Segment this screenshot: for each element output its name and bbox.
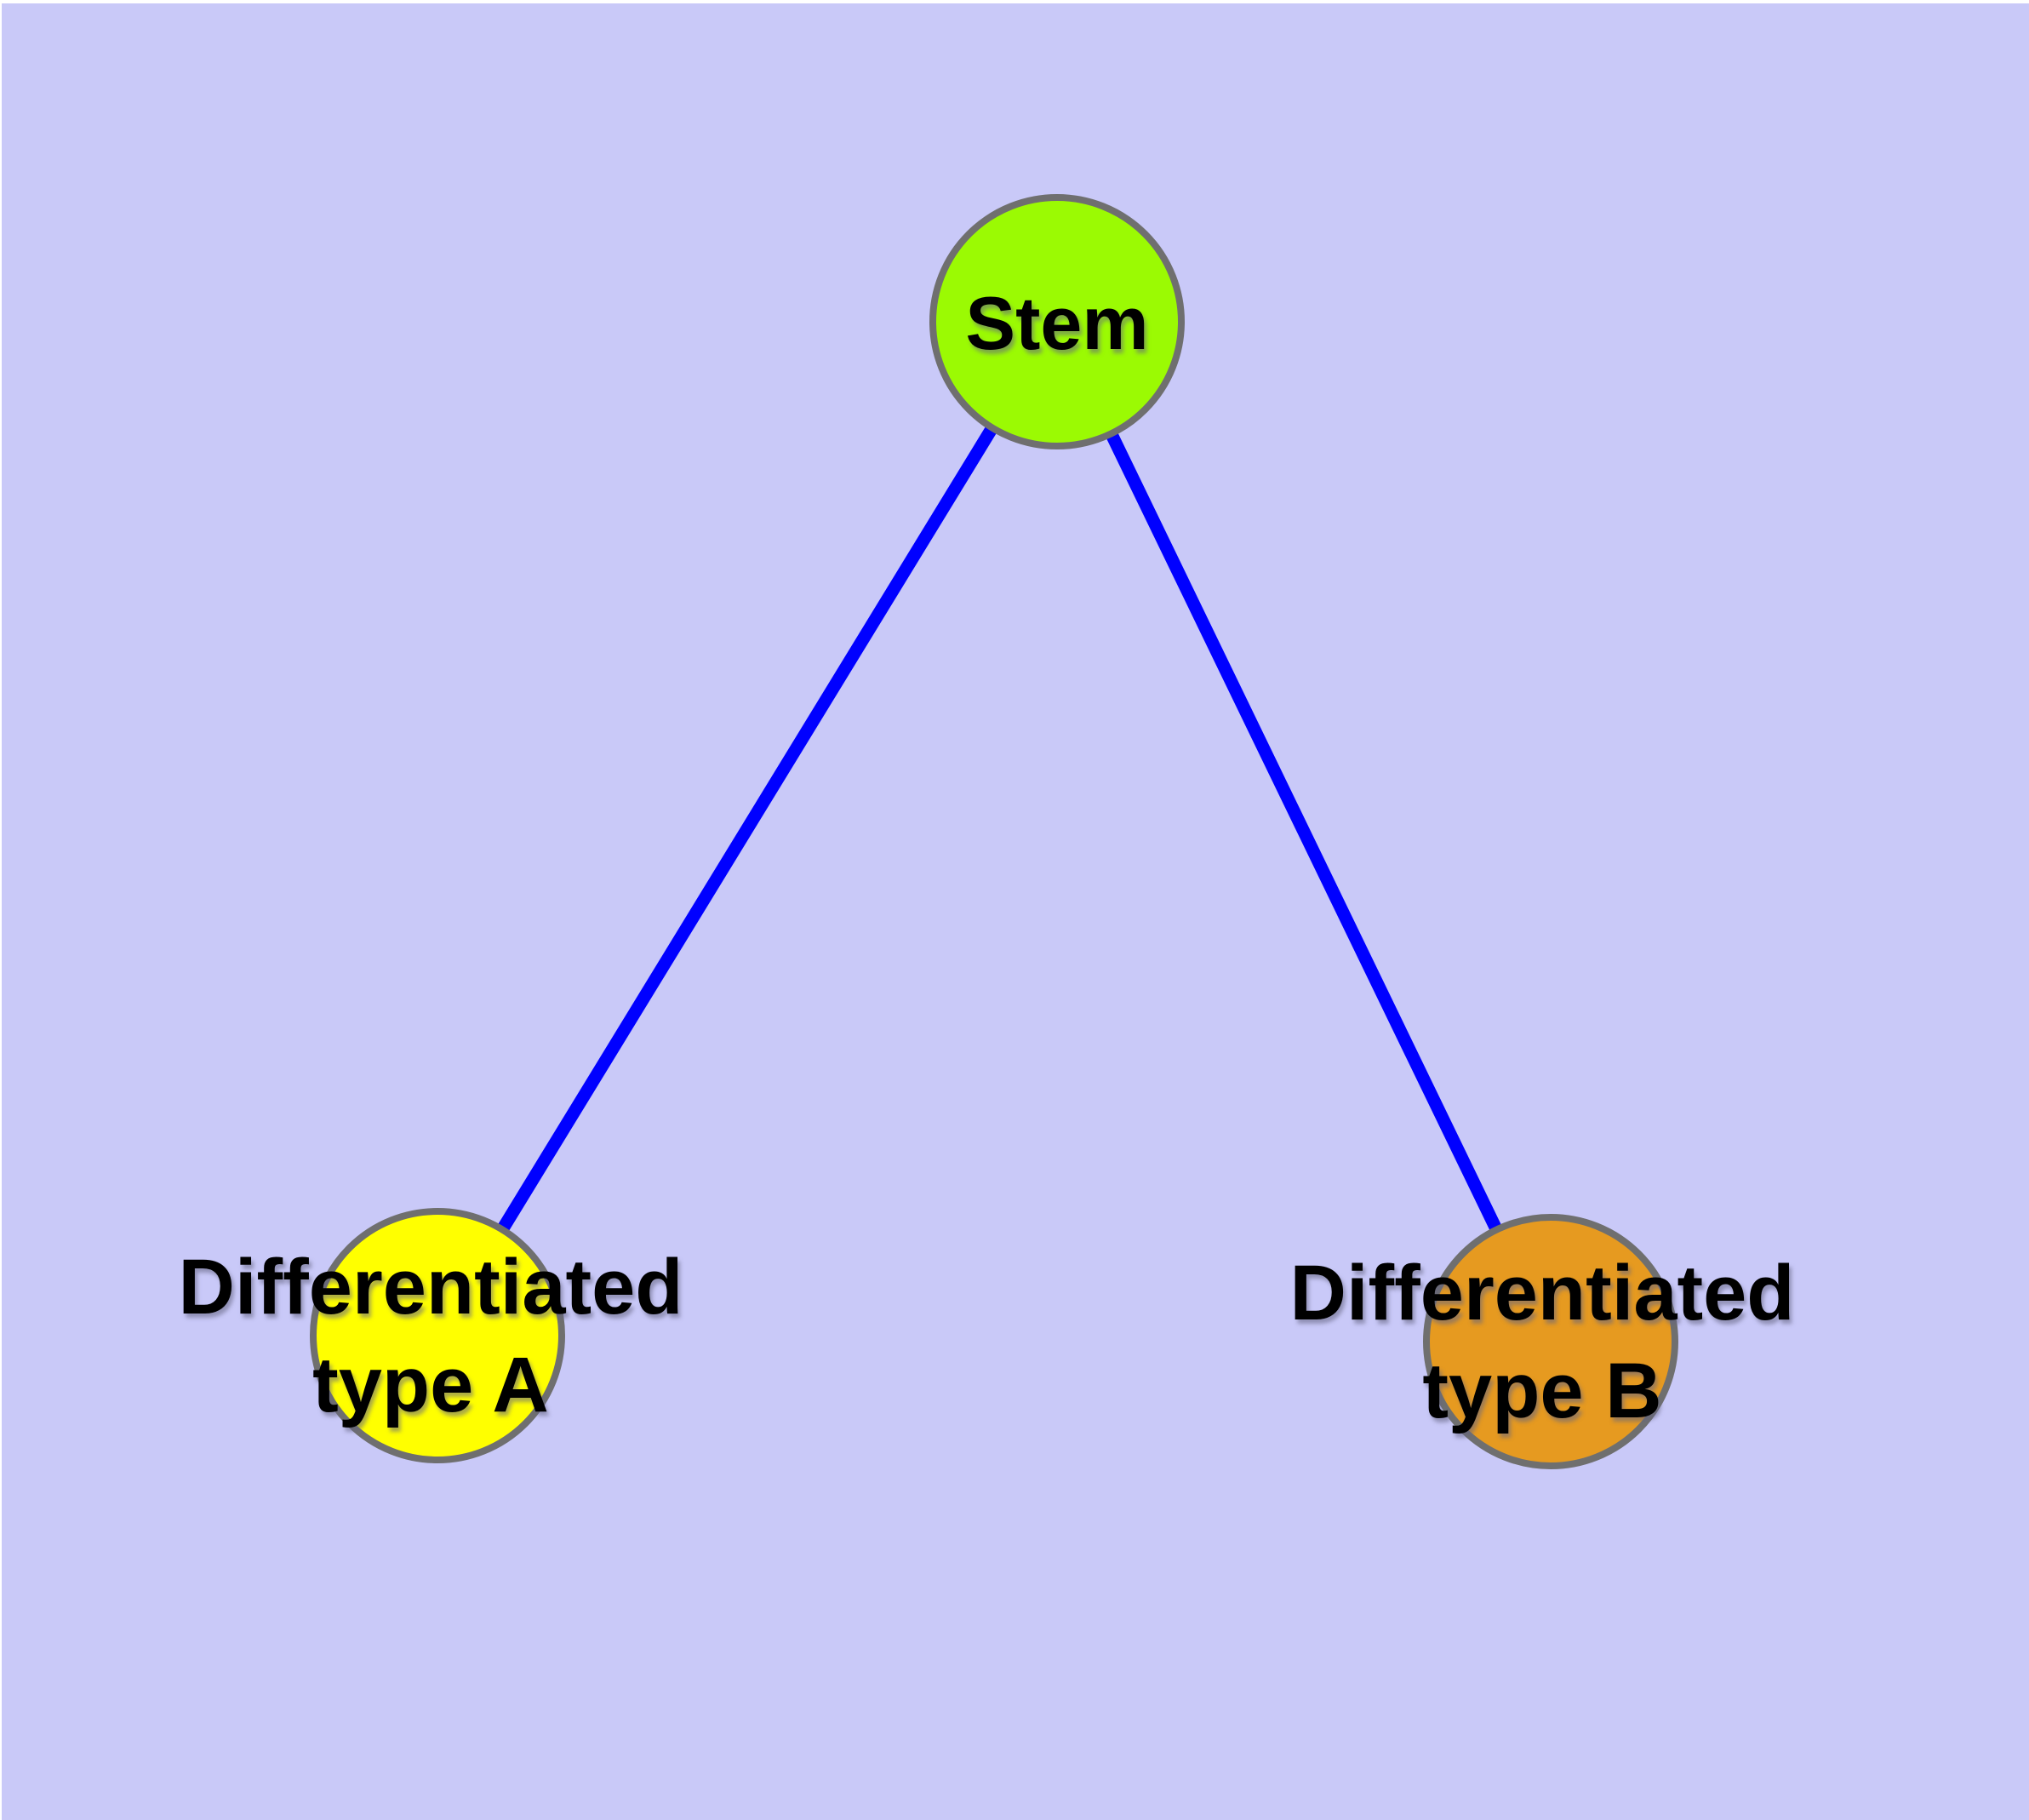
node-differentiated-type-a-circle: [310, 1208, 565, 1463]
label-line-2: type B: [1422, 1348, 1662, 1434]
node-differentiated-type-b-label: Differentiated type B: [1290, 1245, 1795, 1440]
edge-stem-to-type-a: [432, 318, 1063, 1339]
label-line-2: type A: [312, 1342, 549, 1428]
label-line-1: Differentiated: [1289, 1250, 1795, 1336]
node-differentiated-type-b-circle: [1423, 1214, 1678, 1469]
edge-stem-to-type-b: [1051, 318, 1557, 1345]
label-line-1: Differentiated: [178, 1244, 683, 1331]
cell-lineage-diagram: [310, 194, 1678, 1469]
node-differentiated-type-a-label: Differentiated type A: [179, 1239, 683, 1434]
node-stem-circle: [929, 194, 1185, 449]
node-stem-label: Stem: [965, 281, 1149, 365]
